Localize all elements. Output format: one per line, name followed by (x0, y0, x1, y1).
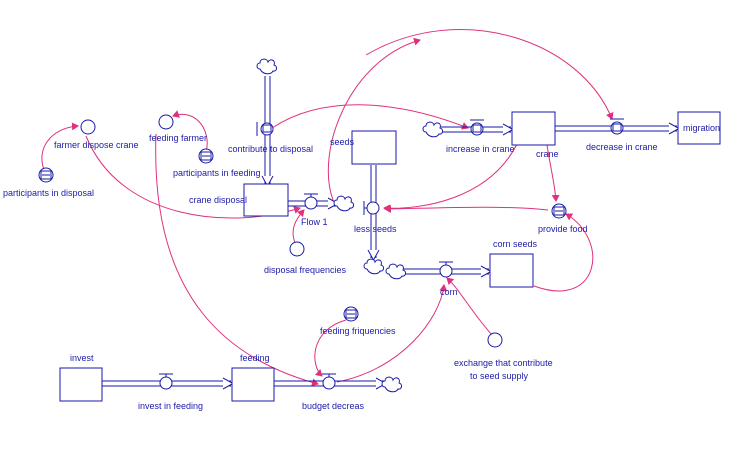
labels: crane disposal seeds crane migration cor… (3, 123, 720, 411)
label-migration: migration (683, 123, 720, 133)
cloud-icon (256, 58, 277, 75)
cloud-icon (422, 121, 443, 138)
clouds (256, 58, 443, 393)
stocks (59, 111, 721, 402)
valve-corn (439, 261, 453, 278)
stock-corn-seeds (489, 253, 534, 288)
converter-farmer-dispose-crane (80, 119, 96, 135)
label-participants-in-feeding: participants in feeding (173, 168, 261, 178)
stock-feeding (231, 367, 275, 402)
label-feeding-farmer: feeding farmer (149, 133, 207, 143)
label-farmer-dispose-crane: farmer dispose crane (54, 140, 139, 150)
stock-migration (677, 111, 721, 145)
valve-less-seeds (363, 201, 380, 215)
valve-invest-in-feeding (159, 373, 173, 390)
link-crane-to-less-seeds (383, 141, 519, 213)
label-seeds: seeds (330, 137, 355, 147)
stock-crane (511, 111, 556, 146)
label-corn-seeds: corn seeds (493, 239, 538, 249)
valve-decrease-in-crane (610, 118, 624, 135)
label-disposal-frequencies: disposal frequencies (264, 265, 347, 275)
label-crane-disposal: crane disposal (189, 195, 247, 205)
valve-flow-1 (304, 193, 318, 210)
link-crane-disposal-arc (327, 37, 421, 201)
valves (159, 118, 624, 390)
stock-invest (59, 367, 103, 402)
valve-budget-decreas (322, 373, 336, 390)
label-contribute-to-disposal: contribute to disposal (228, 144, 313, 154)
label-participants-in-disposal: participants in disposal (3, 188, 94, 198)
converters (38, 114, 567, 348)
label-flow-1: Flow 1 (301, 217, 328, 227)
link-provide-food-to-less-seeds (384, 204, 549, 213)
label-feeding: feeding (240, 353, 270, 363)
label-exchange-line1: exchange that contribute (454, 358, 553, 368)
cloud-icon (363, 258, 384, 275)
label-budget-decreas: budget decreas (302, 401, 365, 411)
label-provide-food: provide food (538, 224, 588, 234)
label-corn: corn (440, 287, 458, 297)
link-participants-feeding-to-feeding-farmer (172, 110, 208, 153)
link-participants-disposal-to-farmer-dispose (41, 122, 79, 173)
cloud-icon (385, 263, 406, 280)
link-budget-to-corn (336, 284, 448, 383)
label-increase-in-crane: increase in crane (446, 144, 515, 154)
label-invest: invest (70, 353, 94, 363)
label-decrease-in-crane: decrease in crane (586, 142, 658, 152)
link-feeding-friq-to-budget (314, 319, 347, 377)
link-contribute-to-increase (271, 104, 469, 130)
stock-crane-disposal (243, 183, 289, 217)
converter-participants-in-feeding (198, 148, 214, 164)
cloud-icon (333, 195, 354, 212)
converter-exchange (487, 332, 503, 348)
cloud-icon (381, 376, 402, 393)
valve-contribute-to-disposal (256, 122, 274, 136)
converter-disposal-frequencies (289, 241, 305, 257)
label-less-seeds: less seeds (354, 224, 397, 234)
causal-links (41, 29, 614, 387)
link-disposal-freq-to-flow1 (292, 209, 305, 244)
converter-feeding-farmer (158, 114, 174, 130)
converter-provide-food (551, 203, 567, 219)
link-corn-seeds-to-provide-food (533, 213, 594, 292)
valve-increase-in-crane (470, 119, 484, 136)
converter-feeding-friquencies (343, 306, 359, 322)
stock-seeds (351, 130, 397, 165)
label-invest-in-feeding: invest in feeding (138, 401, 203, 411)
label-exchange-line2: to seed supply (470, 371, 529, 381)
link-crane-to-decrease (365, 29, 614, 120)
link-exchange-to-corn (446, 277, 493, 336)
label-feeding-friquencies: feeding friquencies (320, 326, 396, 336)
label-crane: crane (536, 149, 559, 159)
converter-participants-in-disposal (38, 167, 54, 183)
link-crane-to-provide-food (546, 144, 560, 202)
link-feeding-farmer-to-budget (155, 133, 319, 387)
